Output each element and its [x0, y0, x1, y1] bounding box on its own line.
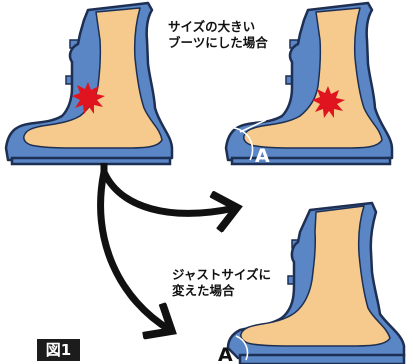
caption-oversized-line2: ブーツにした場合 — [168, 35, 268, 51]
caption-justsize: ジャストサイズに 変えた場合 — [172, 267, 271, 299]
caption-oversized: サイズの大きい ブーツにした場合 — [168, 19, 268, 51]
boot-oversized-left — [6, 3, 172, 164]
arrow-to-oversized — [104, 172, 235, 213]
caption-justsize-line2: 変えた場合 — [172, 283, 271, 299]
angle-label-top: A — [255, 145, 270, 167]
caption-oversized-line1: サイズの大きい — [168, 19, 268, 35]
caption-justsize-line1: ジャストサイズに — [172, 267, 271, 283]
arrow-to-justsize — [101, 172, 170, 330]
angle-label-bottom: A — [218, 344, 233, 364]
figure-label: 図1 — [37, 339, 80, 361]
